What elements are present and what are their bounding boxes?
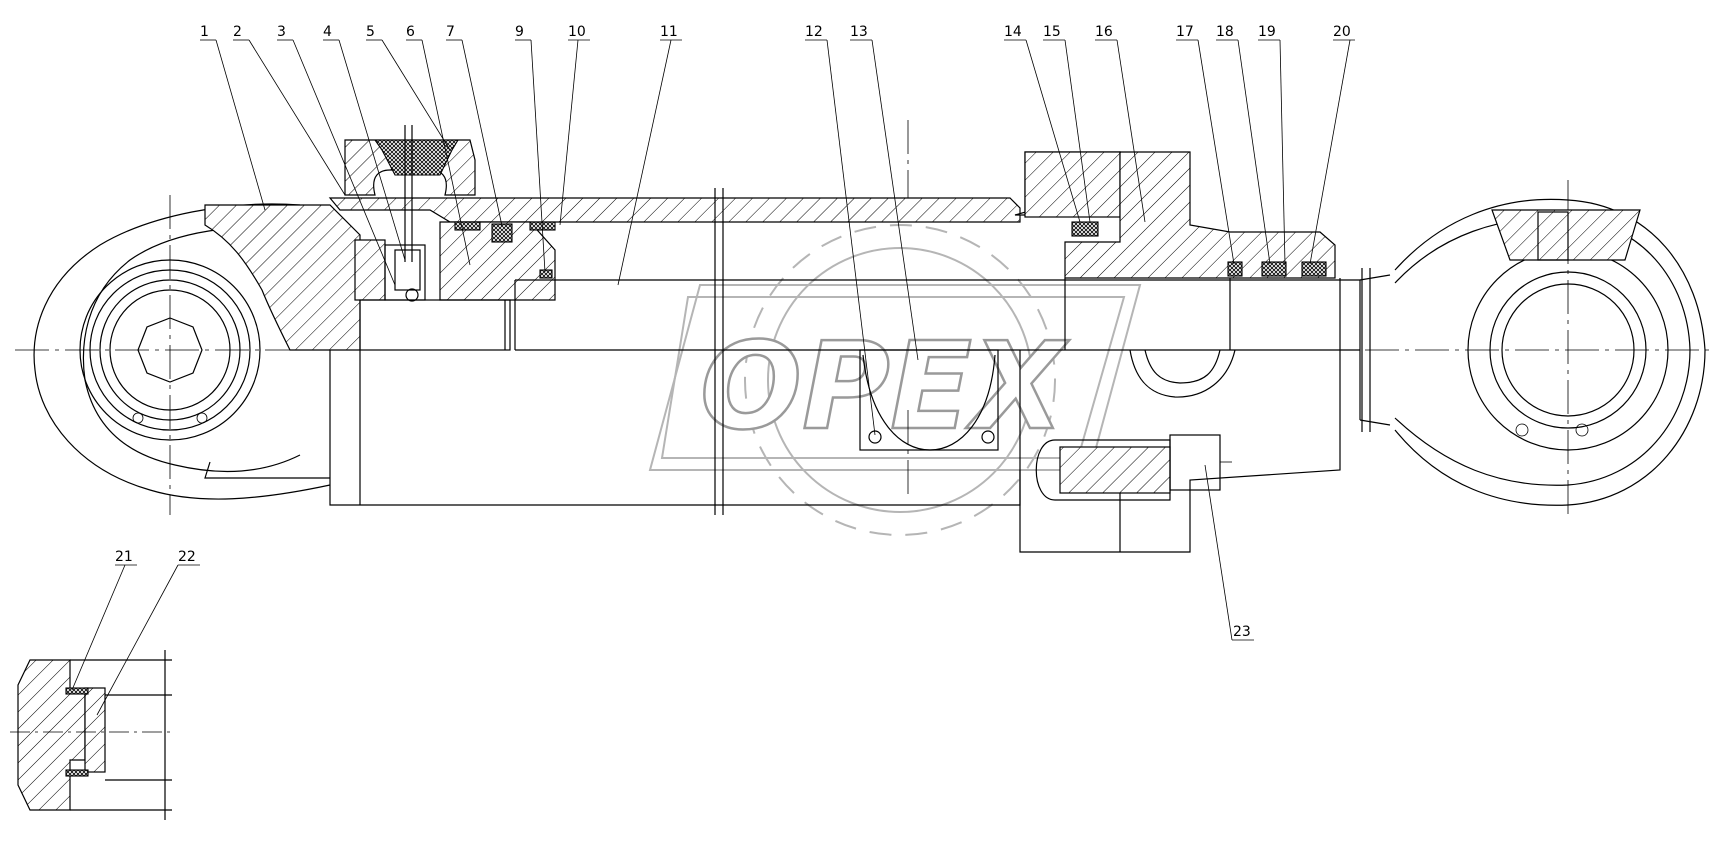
callout-6: 6 xyxy=(406,24,415,40)
left-head xyxy=(204,204,361,351)
callout-3: 3 xyxy=(277,24,286,40)
callout-19: 19 xyxy=(1258,24,1276,40)
callout-9: 9 xyxy=(515,24,524,40)
gear-icon xyxy=(744,224,1056,536)
callout-15: 15 xyxy=(1043,24,1061,40)
callout-5: 5 xyxy=(366,24,375,40)
watermark-text: OPEX xyxy=(700,318,1070,457)
port-fitting xyxy=(344,125,476,262)
callout-11: 11 xyxy=(660,24,678,40)
rod-end-boss xyxy=(1129,349,1236,398)
gland-bolt xyxy=(1035,434,1232,501)
piston-assembly xyxy=(354,221,556,351)
callout-13: 13 xyxy=(850,24,868,40)
seal-detail-view xyxy=(10,650,175,820)
centre-block xyxy=(859,349,999,451)
callout-21: 21 xyxy=(115,549,133,565)
callout-7: 7 xyxy=(446,24,455,40)
left-eye-mount xyxy=(33,203,331,500)
callout-10: 10 xyxy=(568,24,586,40)
callout-2: 2 xyxy=(233,24,242,40)
watermark: OPEX xyxy=(648,224,1142,536)
callout-14: 14 xyxy=(1004,24,1022,40)
callout-1: 1 xyxy=(200,24,209,40)
callout-16: 16 xyxy=(1095,24,1113,40)
callout-12: 12 xyxy=(805,24,823,40)
right-eye-mount xyxy=(1394,198,1706,506)
callout-23: 23 xyxy=(1233,624,1251,640)
callouts: 1 2 3 4 5 6 7 9 10 11 xyxy=(71,24,1355,716)
callout-18: 18 xyxy=(1216,24,1234,40)
callout-4: 4 xyxy=(323,24,332,40)
callout-22: 22 xyxy=(178,549,196,565)
callout-20: 20 xyxy=(1333,24,1351,40)
callout-17: 17 xyxy=(1176,24,1194,40)
